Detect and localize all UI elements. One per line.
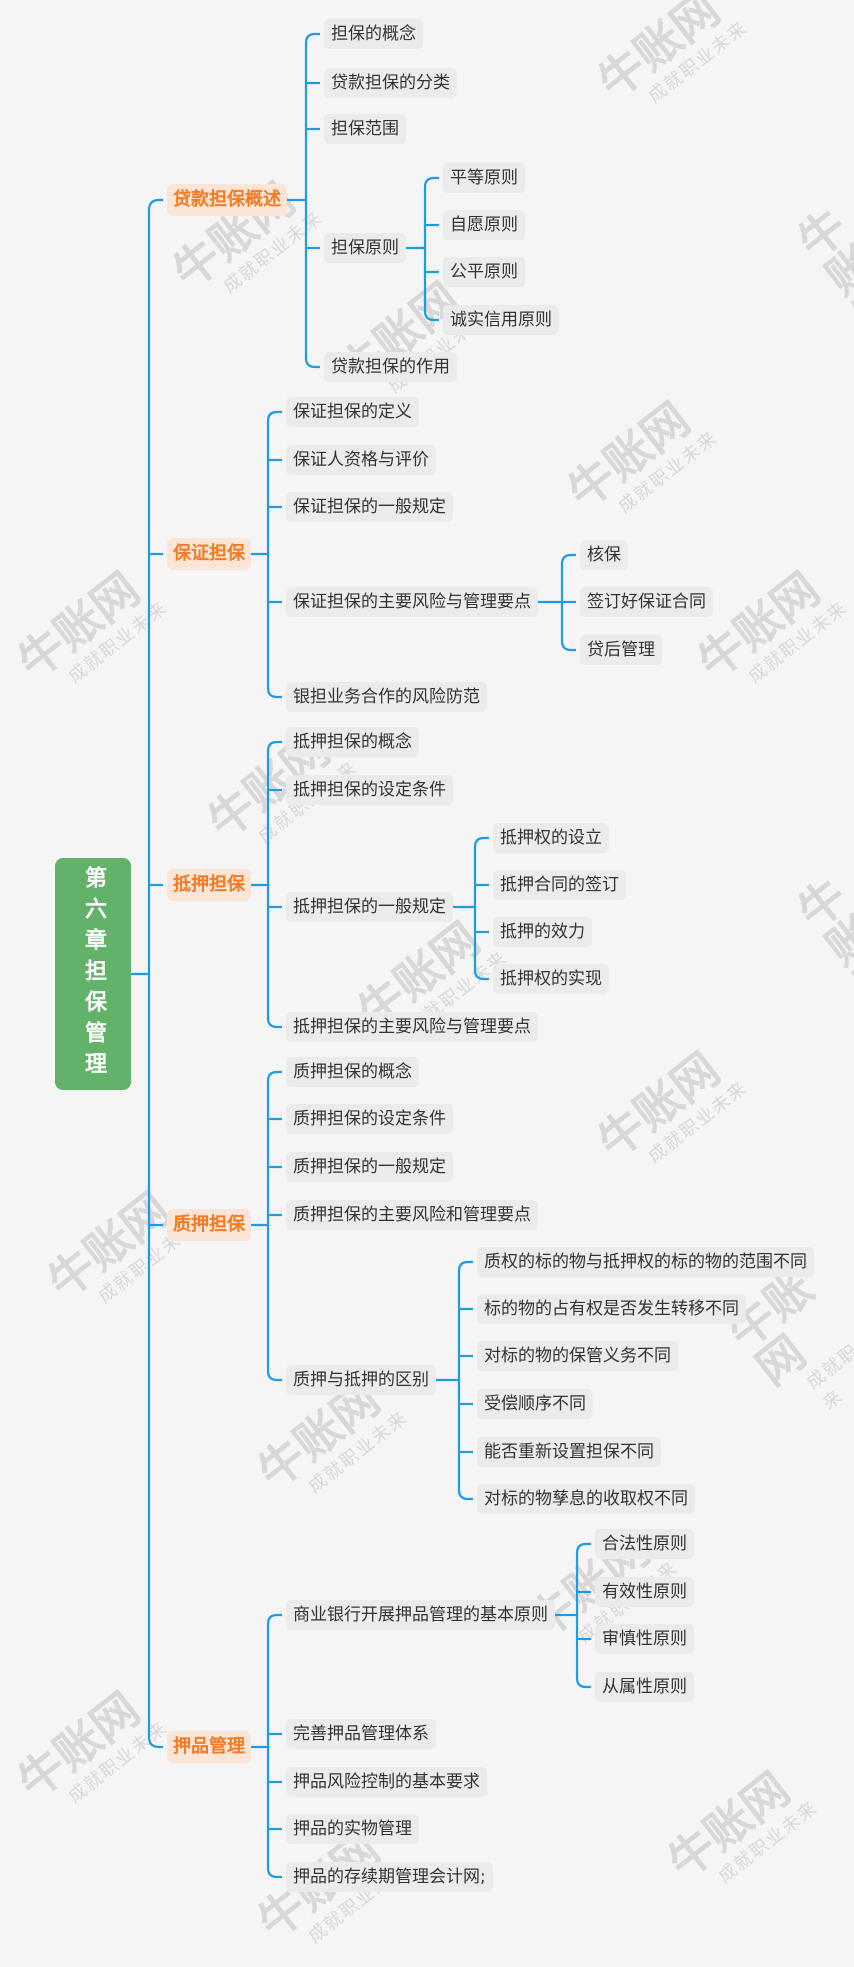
root-node[interactable]: 第六章担保管理 bbox=[55, 858, 131, 1090]
connector-line bbox=[304, 32, 320, 44]
connector-line bbox=[266, 687, 282, 699]
topic-node[interactable]: 抵押担保的概念 bbox=[286, 727, 419, 757]
subtopic-node[interactable]: 对标的物孳息的收取权不同 bbox=[477, 1484, 695, 1514]
topic-node[interactable]: 保证担保的定义 bbox=[286, 397, 419, 427]
connector-line bbox=[575, 1677, 591, 1689]
subtopic-node[interactable]: 能否重新设置担保不同 bbox=[477, 1437, 661, 1467]
connector-line bbox=[147, 198, 163, 211]
topic-node[interactable]: 抵押担保的一般规定 bbox=[286, 892, 453, 922]
topic-node[interactable]: 担保范围 bbox=[324, 114, 406, 144]
category-node-5[interactable]: 押品管理 bbox=[167, 1731, 251, 1763]
subtopic-node[interactable]: 抵押的效力 bbox=[493, 917, 592, 947]
connector-line bbox=[266, 1370, 282, 1382]
subtopic-node[interactable]: 标的物的占有权是否发生转移不同 bbox=[477, 1294, 746, 1324]
topic-node[interactable]: 担保原则 bbox=[324, 233, 406, 263]
connector-line bbox=[304, 357, 320, 369]
subtopic-node[interactable]: 抵押权的实现 bbox=[493, 964, 609, 994]
topic-node[interactable]: 质押担保的主要风险和管理要点 bbox=[286, 1200, 538, 1230]
mind-map-canvas: 牛账网成就职业未来牛账网成就职业未来牛账网成就职业未来牛账网成就职业未来牛账网成… bbox=[8, 0, 854, 1949]
topic-node[interactable]: 质押担保的概念 bbox=[286, 1057, 419, 1087]
subtopic-node[interactable]: 抵押权的设立 bbox=[493, 823, 609, 853]
connector-line bbox=[457, 1260, 473, 1272]
topic-node[interactable]: 完善押品管理体系 bbox=[286, 1719, 436, 1749]
subtopic-node[interactable]: 贷后管理 bbox=[580, 635, 662, 665]
topic-node[interactable]: 质押与抵押的区别 bbox=[286, 1365, 436, 1395]
subtopic-node[interactable]: 公平原则 bbox=[443, 257, 525, 287]
connector-line bbox=[457, 1489, 473, 1501]
connector-line bbox=[473, 969, 489, 981]
connector-line bbox=[266, 740, 282, 752]
root-label: 第六章担保管理 bbox=[81, 865, 106, 1083]
subtopic-node[interactable]: 核保 bbox=[580, 540, 628, 570]
topic-node[interactable]: 押品的存续期管理会计网; bbox=[286, 1862, 493, 1892]
topic-node[interactable]: 贷款担保的分类 bbox=[324, 68, 457, 98]
connector-line bbox=[266, 1613, 282, 1625]
connector-line bbox=[473, 836, 489, 848]
connector-line bbox=[266, 410, 282, 422]
topic-node[interactable]: 质押担保的一般规定 bbox=[286, 1152, 453, 1182]
category-node-3[interactable]: 抵押担保 bbox=[167, 869, 251, 901]
category-node-4[interactable]: 质押担保 bbox=[167, 1209, 251, 1241]
topic-node[interactable]: 抵押担保的主要风险与管理要点 bbox=[286, 1012, 538, 1042]
connector-line bbox=[560, 553, 576, 565]
topic-node[interactable]: 商业银行开展押品管理的基本原则 bbox=[286, 1600, 555, 1630]
category-node-1[interactable]: 贷款担保概述 bbox=[167, 184, 287, 216]
subtopic-node[interactable]: 受偿顺序不同 bbox=[477, 1389, 593, 1419]
subtopic-node[interactable]: 质权的标的物与抵押权的标的物的范围不同 bbox=[477, 1247, 814, 1277]
topic-node[interactable]: 担保的概念 bbox=[324, 19, 423, 49]
connector-line bbox=[266, 1070, 282, 1082]
connector-line bbox=[575, 1542, 591, 1554]
connector-line bbox=[147, 1736, 163, 1749]
connector-line bbox=[560, 640, 576, 652]
topic-node[interactable]: 贷款担保的作用 bbox=[324, 352, 457, 382]
connector-line bbox=[266, 1867, 282, 1879]
topic-node[interactable]: 押品风险控制的基本要求 bbox=[286, 1767, 487, 1797]
subtopic-node[interactable]: 抵押合同的签订 bbox=[493, 870, 626, 900]
connector-lines bbox=[131, 32, 591, 1879]
subtopic-node[interactable]: 对标的物的保管义务不同 bbox=[477, 1341, 678, 1371]
subtopic-node[interactable]: 合法性原则 bbox=[595, 1529, 694, 1559]
topic-node[interactable]: 银担业务合作的风险防范 bbox=[286, 682, 487, 712]
topic-node[interactable]: 抵押担保的设定条件 bbox=[286, 775, 453, 805]
connector-line bbox=[423, 310, 439, 322]
category-node-2[interactable]: 保证担保 bbox=[167, 538, 251, 570]
topic-node[interactable]: 保证担保的主要风险与管理要点 bbox=[286, 587, 538, 617]
topic-node[interactable]: 押品的实物管理 bbox=[286, 1814, 419, 1844]
topic-node[interactable]: 保证担保的一般规定 bbox=[286, 492, 453, 522]
topic-node[interactable]: 保证人资格与评价 bbox=[286, 445, 436, 475]
topic-node[interactable]: 质押担保的设定条件 bbox=[286, 1104, 453, 1134]
subtopic-node[interactable]: 审慎性原则 bbox=[595, 1624, 694, 1654]
connector-line bbox=[266, 1017, 282, 1029]
subtopic-node[interactable]: 从属性原则 bbox=[595, 1672, 694, 1702]
connector-line bbox=[423, 176, 439, 188]
subtopic-node[interactable]: 有效性原则 bbox=[595, 1577, 694, 1607]
subtopic-node[interactable]: 自愿原则 bbox=[443, 210, 525, 240]
subtopic-node[interactable]: 平等原则 bbox=[443, 163, 525, 193]
subtopic-node[interactable]: 签订好保证合同 bbox=[580, 587, 713, 617]
subtopic-node[interactable]: 诚实信用原则 bbox=[443, 305, 559, 335]
